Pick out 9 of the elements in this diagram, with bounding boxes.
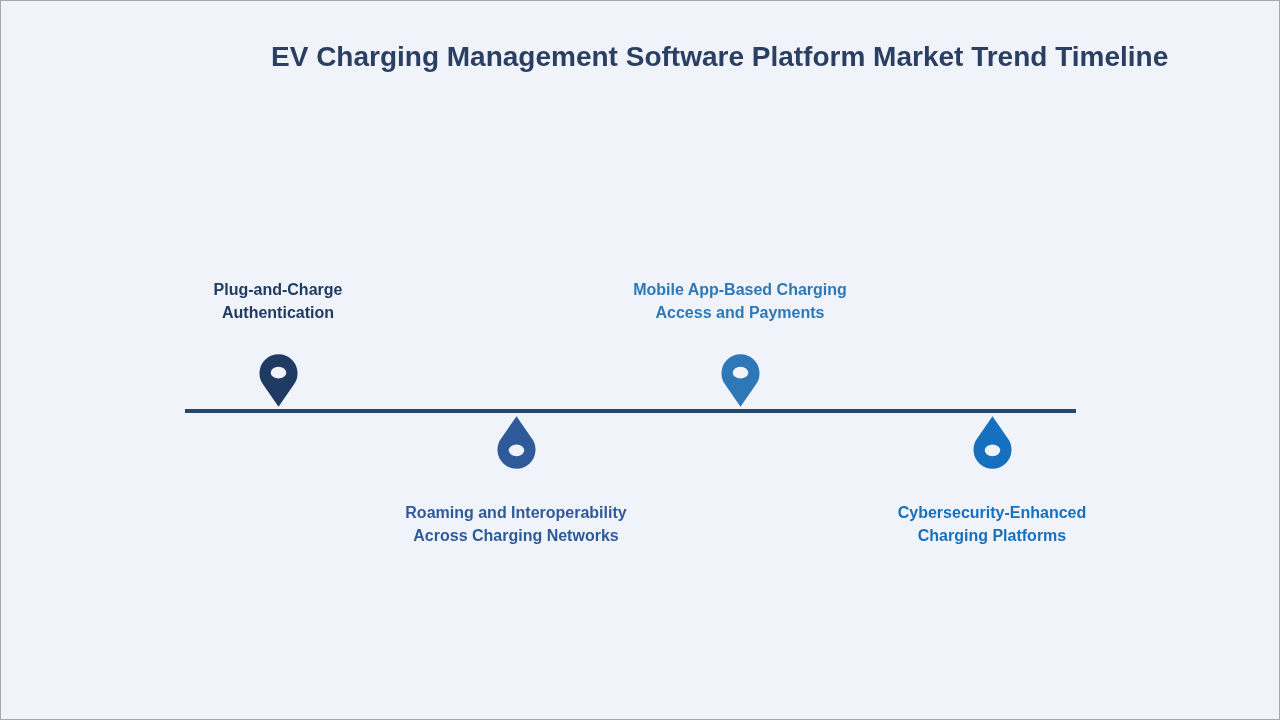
milestone-label: Mobile App-Based Charging Access and Payments — [632, 280, 848, 323]
location-pin-icon — [496, 416, 536, 469]
milestone-label: Roaming and Interoperability Across Charging Networks — [404, 503, 628, 546]
location-pin-icon — [258, 354, 298, 407]
chart-title: EV Charging Management Software Platform Market Trend Timeline — [271, 41, 1169, 73]
milestone-label: Cybersecurity-Enhanced Charging Platforms — [896, 503, 1088, 546]
location-pin-icon — [720, 354, 760, 407]
milestone-label: Plug-and-Charge Authentication — [212, 280, 344, 323]
location-pin-icon — [972, 416, 1012, 469]
